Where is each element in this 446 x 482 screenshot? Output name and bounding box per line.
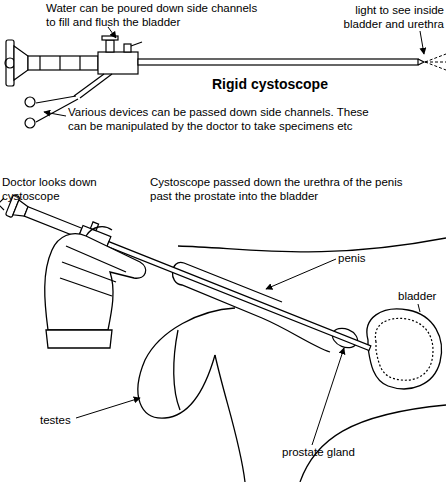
note: light to see inside bladder and urethra <box>332 4 444 31</box>
leader-line <box>44 27 424 445</box>
gloved-hand <box>46 330 112 348</box>
cystoscope-in-use <box>107 242 371 351</box>
body-outline <box>138 308 235 418</box>
gloved-hand <box>45 227 146 348</box>
note: Cystoscope passed down the urethra of th… <box>150 176 425 203</box>
note: Various devices can be passed down side … <box>68 106 388 133</box>
note: Doctor looks down cystoscope <box>2 176 97 203</box>
rigid-cystoscope <box>79 56 80 70</box>
instrument-name: Rigid cystoscope <box>212 76 372 92</box>
part-label: penis <box>338 252 398 266</box>
bladder <box>367 309 442 389</box>
cystoscope-in-use <box>5 191 375 359</box>
rigid-cystoscope <box>418 59 424 65</box>
cystoscope-in-use <box>24 207 82 238</box>
gloved-hand <box>86 227 112 236</box>
rigid-cystoscope <box>36 96 76 103</box>
rigid-cystoscope <box>138 59 418 65</box>
leader-line <box>108 27 116 38</box>
rigid-cystoscope <box>39 56 40 70</box>
body-outline <box>300 405 446 482</box>
rigid-cystoscope <box>25 118 35 128</box>
gloved-hand <box>66 246 126 272</box>
leader-line <box>420 31 424 54</box>
part-label: prostate gland <box>282 446 392 460</box>
rigid-cystoscope <box>14 46 28 80</box>
gloved-hand <box>62 262 116 282</box>
rigid-cystoscope <box>425 54 446 62</box>
rigid-cystoscope <box>25 97 35 107</box>
rigid-cystoscope <box>6 40 14 86</box>
body-outline <box>178 238 446 252</box>
part-label: bladder <box>398 290 446 304</box>
leader-line <box>76 398 140 418</box>
body-outline <box>262 318 330 352</box>
rigid-cystoscope <box>425 62 446 70</box>
rigid-cystoscope <box>59 56 60 70</box>
leader-line <box>44 112 66 116</box>
gloved-hand <box>45 234 146 330</box>
rigid-cystoscope <box>124 44 131 52</box>
rigid-cystoscope <box>425 54 446 70</box>
leader-line <box>418 304 420 312</box>
rigid-cystoscope <box>106 40 114 52</box>
body-outline <box>215 355 245 482</box>
body-outline <box>174 330 180 410</box>
rigid-cystoscope <box>425 62 446 63</box>
bladder <box>367 309 442 389</box>
rigid-cystoscope <box>131 42 142 46</box>
rigid-cystoscope <box>28 56 98 70</box>
bladder <box>375 318 433 380</box>
gloved-hand <box>60 278 112 296</box>
rigid-cystoscope <box>80 74 112 98</box>
rigid-cystoscope <box>98 52 138 74</box>
part-label: testes <box>40 414 100 428</box>
leader-line <box>312 348 344 445</box>
rigid-cystoscope <box>74 74 104 96</box>
leader-line <box>266 259 336 289</box>
note: Water can be poured down side channels t… <box>46 2 261 29</box>
